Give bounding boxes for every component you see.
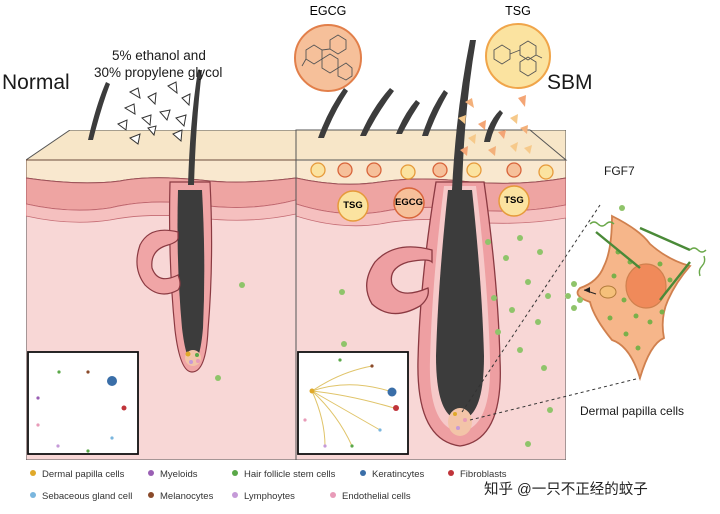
chip-tsg2-label: TSG: [504, 195, 524, 206]
tsg-label: TSG: [505, 4, 531, 18]
watermark: 知乎 @一只不正经的蚊子: [484, 482, 648, 498]
sbm-label: SBM: [547, 71, 593, 94]
tsg-molecule: [485, 23, 551, 89]
tsg-shards: [458, 95, 532, 156]
zoom-lines: [461, 204, 641, 421]
chip-tsg-label: TSG: [343, 200, 363, 211]
legend-dot: [148, 492, 154, 499]
sbm-follicle: [366, 181, 501, 447]
legend-dot: [232, 470, 238, 477]
legend-item: Sebaceous gland cell: [30, 491, 132, 502]
legend-dot: [448, 470, 454, 477]
chip-egcg-label: EGCG: [395, 197, 423, 208]
normal-label: Normal: [2, 71, 70, 94]
egcg-molecule: [294, 24, 362, 92]
sbm-green-dots: [339, 235, 553, 447]
sbm-hairs: [318, 40, 503, 190]
legend-item: Myeloids: [148, 469, 198, 480]
legend-item: Lymphoytes: [232, 491, 295, 502]
legend-dot: [30, 470, 36, 477]
normal-green-dots: [215, 282, 245, 381]
fgf7-dots: [565, 205, 625, 311]
legend-item: Endothelial cells: [330, 491, 411, 502]
legend-item: Keratincytes: [360, 469, 424, 480]
vehicle-label-line2: 30% propylene glycol: [94, 65, 223, 80]
legend-dot: [30, 492, 36, 499]
normal-hairs: [88, 70, 202, 185]
surface-molecules: [310, 162, 554, 180]
legend-item: Dermal papilla cells: [30, 469, 124, 480]
fgf7-label: FGF7: [604, 164, 635, 178]
sbm-network-panel: [297, 351, 409, 455]
dermis-chips: [337, 185, 530, 222]
legend-dot: [360, 470, 366, 477]
dermal-papilla-cell: [576, 214, 707, 382]
legend-dot: [232, 492, 238, 499]
legend-dot: [148, 470, 154, 477]
legend-dot: [330, 492, 336, 499]
cell-type-legend: Dermal papilla cells Myeloids Hair folli…: [30, 466, 590, 510]
legend-item: Melanocytes: [148, 491, 213, 502]
normal-network-panel: [27, 351, 139, 455]
vehicle-label-line1: 5% ethanol and: [112, 48, 206, 63]
normal-follicle: [136, 181, 213, 373]
legend-item: Fibroblasts: [448, 469, 506, 480]
vehicle-particles: [117, 81, 191, 145]
egcg-label: EGCG: [309, 4, 347, 18]
dermal-papilla-cells-label: Dermal papilla cells: [580, 404, 685, 418]
legend-item: Hair follicle stem cells: [232, 469, 335, 480]
